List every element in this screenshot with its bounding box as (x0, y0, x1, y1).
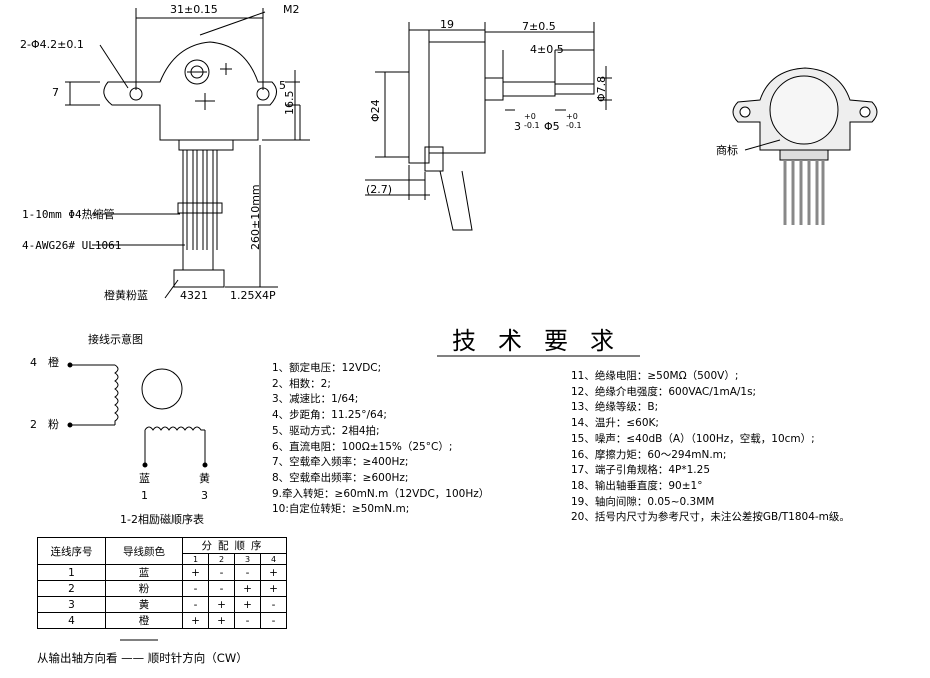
label-holes: 2-Φ4.2±0.1 (20, 38, 84, 51)
wiring-schematic (67, 362, 208, 641)
requirement-item: 14、温升：≤60K; (571, 417, 659, 430)
requirements-title: 技术要求 (452, 327, 636, 355)
dim-7: 7 (52, 86, 59, 99)
polarity-cell: + (208, 612, 235, 629)
label-m2: M2 (283, 3, 300, 16)
wiring-title: 接线示意图 (88, 333, 143, 346)
step-header: 3 (234, 553, 261, 565)
requirement-item: 4、步距角：11.25°/64; (272, 409, 387, 422)
wire-blue: 蓝 (139, 472, 150, 485)
wire-color: 蓝 (105, 564, 183, 581)
polarity-cell: + (234, 596, 261, 613)
requirement-item: 17、端子引角规格：4P*1.25 (571, 464, 711, 477)
polarity-cell: - (234, 612, 261, 629)
requirement-item: 3、减速比：1/64; (272, 393, 359, 406)
requirement-item: 20、括号内尺寸为参考尺寸，未注公差按GB/T1804-m级。 (571, 511, 850, 524)
dim-5: 5 (279, 79, 286, 92)
wire-yellow-num: 3 (201, 489, 208, 502)
dim-2-7: (2.7) (366, 183, 393, 196)
wire-orange-num: 4 (30, 356, 37, 369)
wire-label: 4-AWG26# UL1061 (22, 239, 122, 252)
polarity-cell: - (260, 596, 287, 613)
requirement-item: 11、绝缘电阻：≥50MΩ（500V）; (571, 370, 739, 382)
step-header: 2 (208, 553, 235, 565)
dim-5-tol-dn: -0.1 (566, 121, 582, 130)
polarity-cell: - (208, 564, 235, 581)
requirement-item: 8、空载牵出频率：≥600Hz; (272, 471, 409, 484)
wire-pink-num: 2 (30, 418, 37, 431)
rotation-note: 从输出轴方向看 —— 顺时针方向（CW） (37, 651, 248, 665)
wire-blue-num: 1 (141, 489, 148, 502)
col-seq-header: 分配顺序 (182, 537, 287, 554)
dim-7-8: Φ7.8 (595, 75, 608, 102)
dim-31: 31±0.15 (170, 3, 218, 16)
requirement-item: 10:自定位转矩：≥50mN.m; (272, 503, 410, 516)
connector-label: 1.25X4P (230, 289, 276, 302)
polarity-cell: + (260, 564, 287, 581)
dim-3-tol-up: +0 (524, 112, 536, 121)
wire-number: 3 (37, 596, 106, 613)
requirement-item: 15、噪声：≤40dB（A）（100Hz，空载，10cm）; (571, 432, 815, 445)
wire-pink: 粉 (48, 418, 59, 431)
dim-3-tol-dn: -0.1 (524, 121, 540, 130)
trademark-label: 商标 (716, 144, 738, 157)
wire-color: 粉 (105, 580, 183, 597)
requirement-item: 16、摩擦力矩：60～294mN.m; (571, 448, 727, 461)
requirement-item: 19、轴向间隙：0.05~0.3MM (571, 495, 715, 508)
polarity-cell: + (182, 612, 209, 629)
col-color-header: 导线颜色 (105, 537, 183, 565)
requirement-item: 2、相数：2; (272, 377, 331, 390)
dim-19: 19 (440, 18, 454, 31)
wire-number: 4 (37, 612, 106, 629)
wire-color: 橙 (105, 612, 183, 629)
requirement-item: 7、空载牵入频率：≥400Hz; (272, 456, 409, 469)
polarity-cell: + (182, 564, 209, 581)
polarity-cell: - (182, 596, 209, 613)
dim-16-5: 16.5 (283, 90, 296, 116)
requirement-item: 18、输出轴垂直度：90±1° (571, 479, 703, 492)
polarity-cell: - (234, 564, 261, 581)
wire-length: 260±10mm (249, 184, 262, 250)
polarity-cell: - (260, 612, 287, 629)
dim-3: 3 (514, 120, 521, 133)
polarity-cell: + (234, 580, 261, 597)
requirement-item: 13、绝缘等级：B; (571, 401, 659, 414)
dim-24: Φ24 (369, 99, 382, 122)
motor-photo (732, 67, 878, 225)
wire-orange: 橙 (48, 356, 59, 369)
sequence-table-title: 1-2相励磁顺序表 (120, 513, 204, 526)
dim-7-05: 7±0.5 (522, 20, 556, 33)
heat-shrink-label: 1-10mm Φ4热缩管 (22, 208, 115, 221)
requirement-item: 12、绝缘介电强度：600VAC/1mA/1s; (571, 385, 757, 398)
wire-number: 2 (37, 580, 106, 597)
requirement-item: 6、直流电阻：100Ω±15%（25°C）; (272, 440, 453, 453)
polarity-cell: + (260, 580, 287, 597)
dim-4-05: 4±0.5 (530, 43, 564, 56)
dim-5-shaft: Φ5 (544, 120, 560, 133)
dim-5-tol-up: +0 (566, 112, 578, 121)
step-header: 1 (182, 553, 209, 565)
side-view (365, 22, 612, 231)
col-wire-header: 连线序号 (37, 537, 106, 565)
front-view (65, 8, 310, 299)
wire-yellow: 黄 (199, 472, 210, 485)
requirement-item: 1、额定电压：12VDC; (272, 362, 382, 374)
polarity-cell: - (208, 580, 235, 597)
wire-color: 黄 (105, 596, 183, 613)
requirement-item: 5、驱动方式：2相4拍; (272, 424, 380, 437)
step-header: 4 (260, 553, 287, 565)
polarity-cell: - (182, 580, 209, 597)
requirement-item: 9.牵入转矩：≥60mN.m（12VDC，100Hz） (272, 487, 490, 500)
wire-colors: 橙黄粉蓝 (104, 289, 148, 302)
pin-numbers: 4321 (180, 289, 208, 302)
polarity-cell: + (208, 596, 235, 613)
wire-number: 1 (37, 564, 106, 581)
